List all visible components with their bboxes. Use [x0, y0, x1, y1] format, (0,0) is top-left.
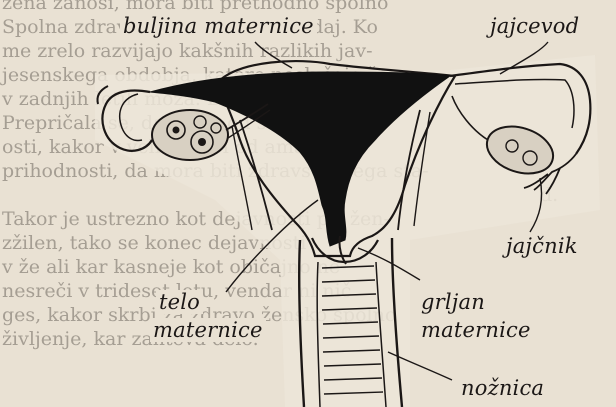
label-ovary: jajčnik — [503, 234, 581, 258]
left-ovary-follicle-core — [173, 127, 180, 134]
label-body-line2: maternice — [150, 318, 266, 342]
left-ovary-follicle-core — [198, 138, 206, 146]
label-body-line1: telo — [156, 290, 203, 314]
label-cervix-line2: maternice — [418, 318, 534, 342]
label-cervix-line1: grljan — [418, 290, 488, 314]
left-ovary — [152, 110, 228, 160]
label-tube: jajcevod — [487, 14, 582, 38]
label-vagina: nožnica — [458, 376, 547, 400]
label-fundus: buljina maternice — [120, 14, 317, 38]
